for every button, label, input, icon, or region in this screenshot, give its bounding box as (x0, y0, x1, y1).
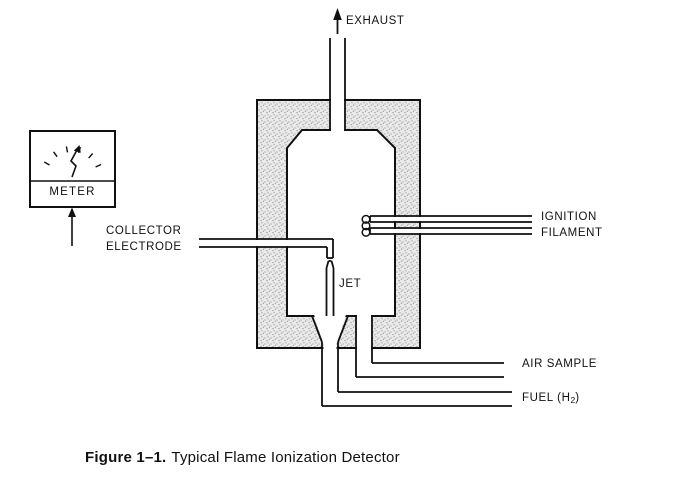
jet-label-text: JET (339, 278, 362, 290)
detector-housing (256, 99, 421, 349)
meter-lead-line (68, 207, 76, 246)
collector-electrode-tube (199, 238, 334, 259)
fuel-label: FUEL (H2) (522, 391, 580, 409)
air-sample-label: AIR SAMPLE (522, 357, 597, 373)
meter-label-text: METER (49, 186, 96, 198)
ignition-filament-coil-icon (361, 214, 371, 237)
meter (29, 130, 116, 208)
collector-label-line2: ELECTRODE (106, 240, 182, 253)
collector-label-line1: COLLECTOR (106, 225, 182, 237)
figure-caption-title: Typical Flame Ionization Detector (171, 449, 400, 466)
meter-needle-icon (70, 145, 81, 178)
figure-caption-number: Figure 1–1. (85, 449, 167, 466)
meter-label: METER (30, 185, 115, 201)
jet-label: JET (339, 277, 361, 293)
exhaust-label: EXHAUST (346, 14, 405, 30)
fuel-label-prefix: FUEL (H (522, 392, 571, 404)
air-sample-label-text: AIR SAMPLE (522, 358, 598, 370)
exhaust-label-text: EXHAUST (346, 15, 405, 27)
wall-openings (255, 97, 423, 351)
exhaust-flow-arrow-icon (333, 8, 342, 34)
fuel-label-subscript: 2 (570, 395, 576, 405)
fuel-tube (321, 342, 512, 407)
exhaust-tube (329, 38, 346, 131)
air-tube (355, 316, 504, 378)
ignition-filament-label: IGNITION FILAMENT (541, 210, 603, 241)
ignition-label-line2: FILAMENT (541, 226, 603, 239)
figure-caption: Figure 1–1.Typical Flame Ionization Dete… (85, 449, 400, 466)
collector-electrode-label: COLLECTOR ELECTRODE (106, 224, 182, 255)
jet-assembly (311, 260, 349, 343)
detector-chamber-cavity (286, 129, 396, 317)
ignition-filament-leads (369, 215, 532, 235)
ignition-label-line1: IGNITION (541, 211, 597, 223)
fuel-label-suffix: ) (575, 392, 580, 404)
meter-lead-arrow-icon (68, 207, 76, 217)
